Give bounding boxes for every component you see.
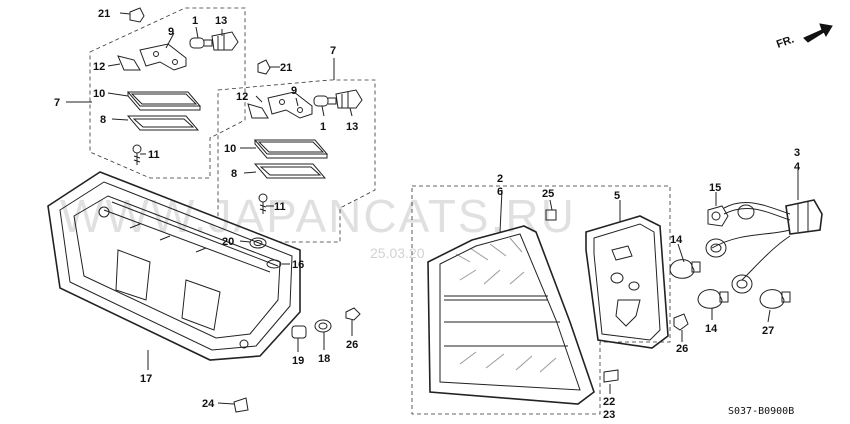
socket-lower — [335, 89, 363, 109]
tail-gasket — [585, 215, 669, 349]
callout-10-top: 10 — [93, 88, 105, 100]
diagram-code: S037-B0900B — [728, 406, 794, 417]
callout-1-lower: 1 — [320, 121, 326, 133]
front-arrow-icon — [803, 23, 833, 43]
wire-harness — [711, 199, 823, 281]
leader-lines — [66, 12, 799, 405]
callout-7-right: 7 — [330, 45, 336, 57]
license-gasket-upper — [126, 115, 200, 131]
callout-22: 22 — [603, 396, 615, 408]
callout-9-lower: 9 — [291, 85, 297, 97]
callout-8-lower: 8 — [231, 168, 237, 180]
license-light-group-lower — [217, 79, 376, 243]
license-light-group-upper — [89, 7, 246, 179]
callout-5: 5 — [614, 190, 620, 202]
callout-10-lower: 10 — [224, 143, 236, 155]
callout-13-lower: 13 — [346, 121, 358, 133]
callout-23: 23 — [603, 409, 615, 421]
clip-24 — [233, 397, 249, 413]
callout-27: 27 — [762, 325, 774, 337]
callout-12-lower: 12 — [236, 91, 248, 103]
callout-26-left: 26 — [346, 339, 358, 351]
screw-22-23 — [603, 369, 619, 383]
callout-12-top: 12 — [93, 61, 105, 73]
nut-26-left — [345, 307, 361, 321]
socket-14-upper — [705, 238, 727, 258]
callout-19: 19 — [292, 355, 304, 367]
clip-21-mid — [257, 59, 271, 75]
tail-light-lens — [427, 225, 595, 405]
bulb-27 — [759, 289, 791, 309]
callout-15: 15 — [709, 182, 721, 194]
license-gasket-lower — [253, 163, 327, 179]
bulb-upper — [189, 37, 213, 49]
callout-16: 16 — [292, 259, 304, 271]
bulb-holder-bracket-upper — [117, 43, 187, 71]
license-lens-upper — [126, 91, 202, 111]
callout-25: 25 — [542, 188, 554, 200]
callout-11-lower: 11 — [274, 201, 286, 213]
license-lens-lower — [253, 139, 329, 159]
tail-light-box — [411, 185, 671, 415]
socket-15 — [707, 205, 729, 227]
bolt-19 — [291, 325, 307, 339]
screw-lower — [258, 193, 268, 214]
callout-4: 4 — [794, 161, 801, 173]
callout-24: 24 — [202, 398, 215, 410]
callout-9-top: 9 — [168, 26, 174, 38]
callout-7-left: 7 — [54, 97, 60, 109]
callout-18: 18 — [318, 353, 330, 365]
callout-21-mid: 21 — [280, 62, 292, 74]
clip-21-top — [129, 7, 145, 23]
watermark-date: 25.03.20 — [370, 245, 425, 261]
callout-1-top: 1 — [192, 15, 198, 27]
bulb-14-lower — [697, 289, 729, 309]
callout-21-top: 21 — [98, 8, 110, 20]
screw-upper — [132, 144, 142, 165]
bulb-holder-bracket-lower — [247, 91, 313, 119]
callout-11-top: 11 — [148, 149, 160, 161]
callout-26-right: 26 — [676, 343, 688, 355]
grommet-20 — [249, 237, 267, 249]
nut-18 — [314, 319, 332, 333]
callout-20: 20 — [222, 236, 234, 248]
socket-top — [737, 204, 755, 220]
callout-13-top: 13 — [215, 15, 227, 27]
socket-upper — [211, 31, 239, 51]
front-direction-label: FR. — [775, 33, 796, 50]
callout-17: 17 — [140, 373, 152, 385]
front-direction-marker: FR. — [775, 23, 833, 51]
socket-14-lower — [731, 274, 753, 294]
bolt-25 — [545, 209, 557, 221]
bulb-14-upper — [669, 259, 701, 279]
nut-16 — [266, 259, 282, 269]
callout-3: 3 — [794, 147, 800, 159]
nut-26-right — [673, 313, 689, 331]
callout-14-lower: 14 — [705, 323, 718, 335]
callout-2: 2 — [497, 173, 503, 185]
callout-labels: 21 1 9 13 12 7 10 8 11 21 12 9 1 13 7 10… — [54, 8, 801, 421]
callout-8-top: 8 — [100, 114, 106, 126]
license-garnish — [47, 171, 301, 361]
bulb-lower — [313, 95, 337, 107]
callout-6: 6 — [497, 186, 503, 198]
callout-14-upper: 14 — [670, 234, 683, 246]
